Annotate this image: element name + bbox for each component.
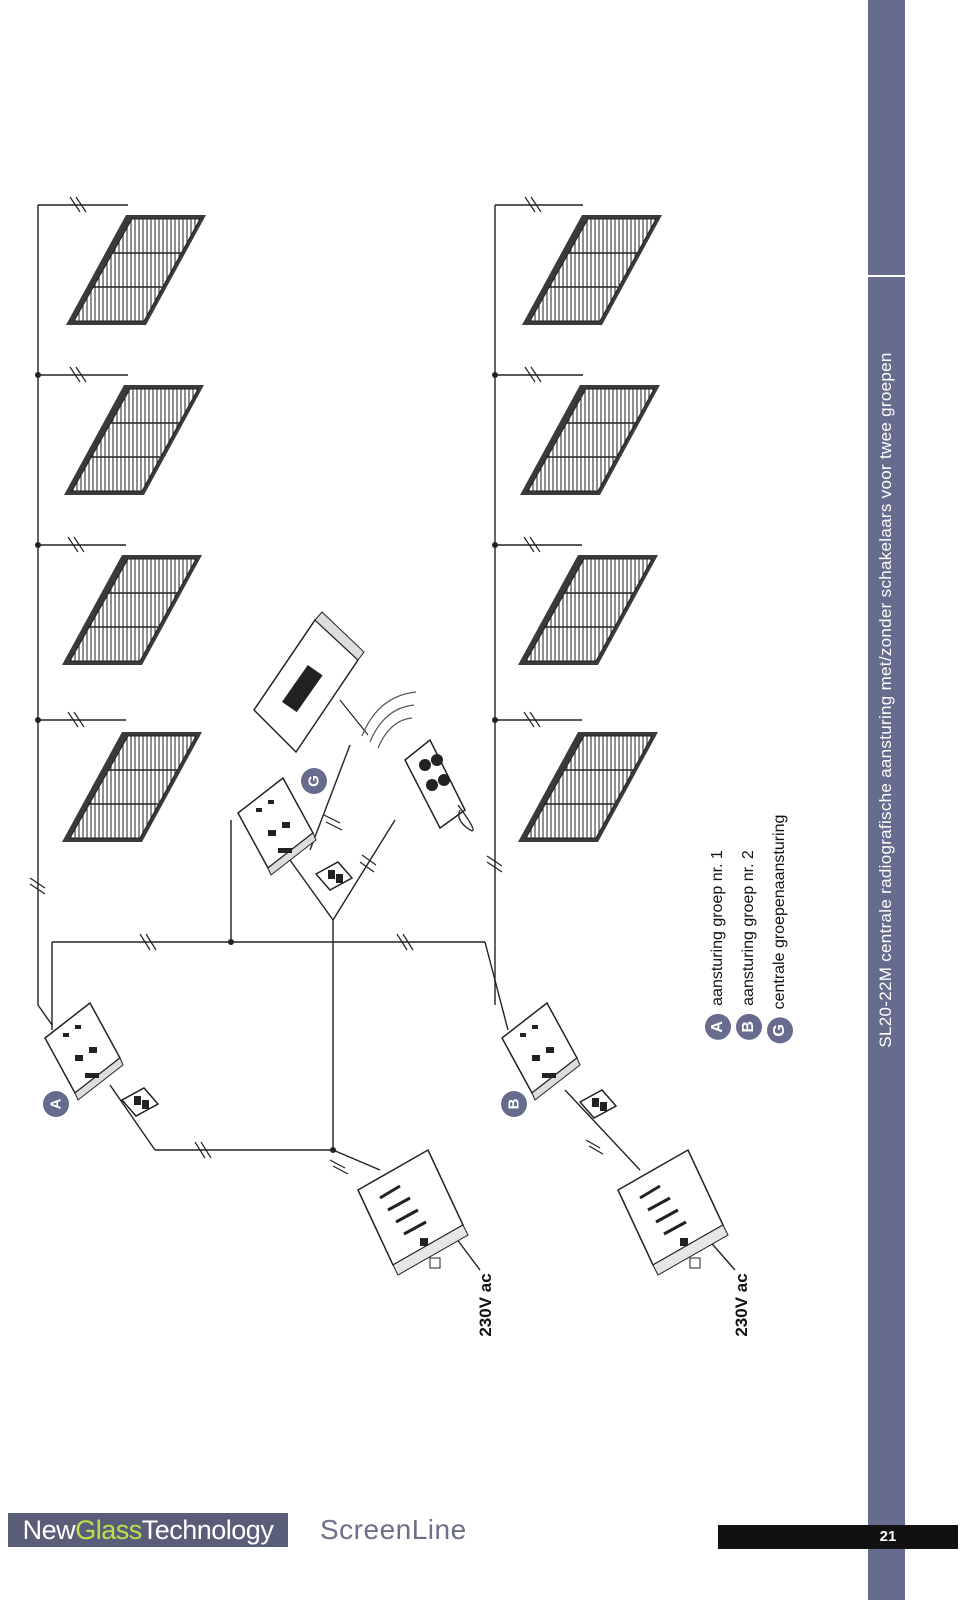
legend-item-b: B aansturing groep nr. 2 (736, 850, 762, 1040)
callout-a: A (43, 1091, 69, 1117)
remote-control-icon (361, 691, 474, 832)
page-caption: SL20-22M centrale radiografische aanstur… (876, 352, 895, 1048)
wall-switch-b (579, 1089, 617, 1119)
blind-upper-4 (61, 731, 203, 843)
cable-break-marks (29, 196, 604, 1175)
power-supply-lower (616, 1148, 730, 1277)
brand-technology: Technology (141, 1515, 274, 1545)
supply-label-lower: 230V ac (732, 1273, 751, 1337)
legend-item-a: A aansturing groep nr. 1 (705, 850, 731, 1040)
callout-g: G (301, 768, 327, 794)
brand-logo: NewGlassTechnology (8, 1513, 288, 1547)
group-b-wiring (484, 204, 736, 1271)
blind-lower-2 (519, 384, 661, 496)
brand-new: New (22, 1515, 76, 1545)
blind-lower-1 (521, 214, 663, 326)
legend-text-b: aansturing groep nr. 2 (740, 850, 757, 1006)
control-unit-group (237, 777, 317, 876)
band-divider (868, 275, 905, 277)
legend-badge-g: G (767, 1017, 793, 1044)
legend-text-a: aansturing groep nr. 1 (709, 850, 726, 1006)
blind-upper-2 (63, 384, 205, 496)
svg-text:A: A (48, 1098, 65, 1109)
control-unit-b (501, 1002, 581, 1101)
supply-label-upper: 230V ac (476, 1273, 495, 1337)
page-number-bar (718, 1525, 958, 1549)
blind-upper-3 (61, 554, 203, 666)
blind-lower-4 (517, 731, 659, 843)
legend-badge-b: B (736, 1013, 762, 1040)
brand-glass: Glass (75, 1515, 142, 1545)
legend-item-g: G centrale groepenaansturing (767, 815, 793, 1044)
legend-badge-a: A (705, 1013, 731, 1040)
wall-switch-a (121, 1087, 159, 1117)
blind-lower-3 (517, 554, 659, 666)
side-band (868, 0, 905, 1600)
power-supply-upper (356, 1148, 470, 1277)
svg-text:B: B (506, 1098, 523, 1109)
legend-text-g: centrale groepenaansturing (771, 814, 788, 1010)
blind-upper-1 (65, 214, 207, 326)
page-number: 21 (879, 1528, 897, 1545)
group-a-wiring (37, 204, 485, 1271)
callout-b: B (501, 1091, 527, 1117)
central-receiver (253, 611, 369, 754)
junction-dots (35, 372, 498, 1153)
svg-text:G: G (306, 775, 323, 787)
wall-switch-group (315, 861, 353, 891)
product-name: ScreenLine (320, 1514, 467, 1545)
control-unit-a (44, 1002, 124, 1101)
